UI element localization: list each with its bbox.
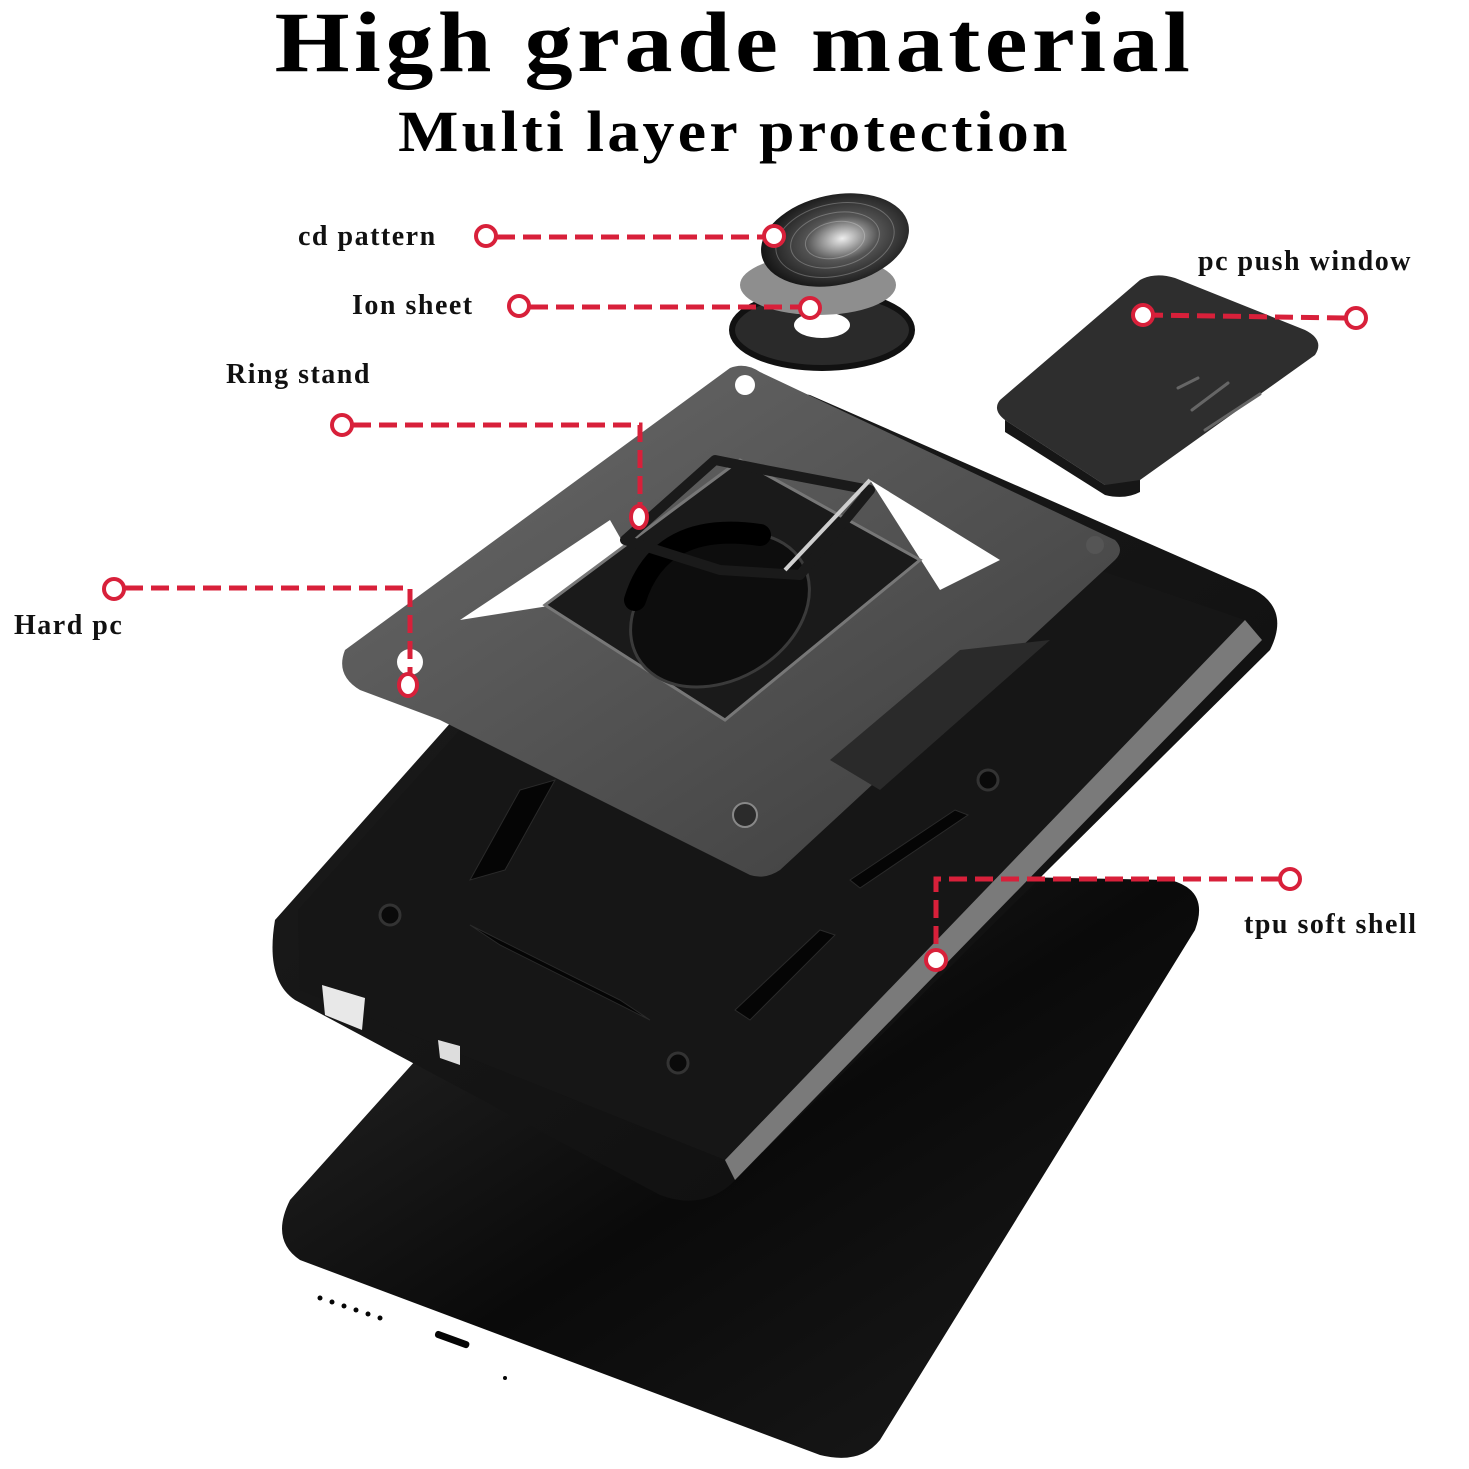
callout-label-cd-pattern: cd pattern [298, 221, 437, 252]
tpu-soft-shell-start-dot [1278, 867, 1302, 891]
ring-stand [620, 455, 875, 580]
pc-push-window-end-dot [1131, 303, 1155, 327]
subheadline: Multi layer protection [398, 99, 1071, 164]
ring-stand-leader [353, 422, 643, 515]
tpu-soft-shell-end-dot [924, 948, 948, 972]
ion-sheet-end-dot [798, 296, 822, 320]
callout-dots [102, 224, 1368, 972]
hard-pc-leader [125, 585, 413, 683]
pc-push-window-leader [1144, 312, 1347, 321]
callout-label-tpu-soft-shell: tpu soft shell [1244, 909, 1418, 940]
headline: High grade material [274, 0, 1195, 90]
ion-sheet-start-dot [507, 294, 531, 318]
callout-label-ring-stand: Ring stand [226, 359, 371, 390]
callout-label-pc-push-window: pc push window [1198, 246, 1412, 277]
hard-pc-start-dot [102, 577, 126, 601]
callout-label-hard-pc: Hard pc [14, 610, 124, 641]
callout-label-ion-sheet: Ion sheet [352, 290, 474, 321]
ring-stand-end-dot [629, 504, 649, 530]
pc-push-window-start-dot [1344, 306, 1368, 330]
tpu-soft-shell-leader [933, 876, 1279, 958]
cd-pattern-end-dot [762, 224, 786, 248]
camera-ring-assembly [729, 193, 915, 371]
pc-push-window [996, 275, 1319, 497]
cd-pattern-start-dot [474, 224, 498, 248]
callout-lines [125, 234, 1347, 958]
hard-pc-end-dot [397, 672, 419, 698]
ring-stand-start-dot [330, 413, 354, 437]
